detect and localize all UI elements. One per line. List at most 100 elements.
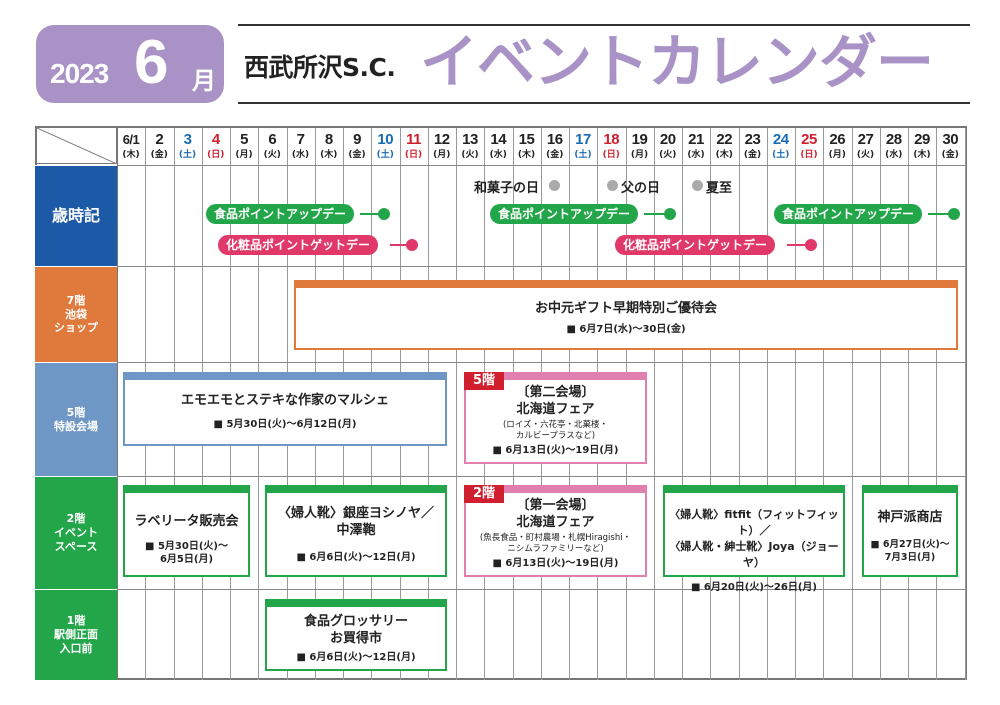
food-point-connector-3 bbox=[928, 213, 950, 215]
cosme-point-pill-2: 化粧品ポイントゲットデー bbox=[615, 235, 776, 255]
row-label-5f: 5階 特設会場 bbox=[35, 362, 117, 476]
header-rule-bottom bbox=[238, 102, 970, 104]
event-date: ■ 6月20日(火)〜26日(月) bbox=[690, 582, 817, 593]
event-fitfit-joya[interactable]: 〈婦人靴〉fitfit（フィットフィット）／ 〈婦人靴・紳士靴〉Joya（ジョー… bbox=[663, 485, 845, 593]
day-of-week: (月) bbox=[630, 150, 649, 160]
day-of-week: (木) bbox=[715, 150, 733, 160]
event-date: ■ 6月13日(火)〜19日(月) bbox=[492, 445, 619, 456]
day-of-week: (木) bbox=[517, 150, 536, 160]
day-of-week: (水) bbox=[687, 150, 705, 160]
day-number: 21 bbox=[688, 131, 704, 148]
grid-corner bbox=[37, 128, 117, 164]
day-of-week: (土) bbox=[772, 150, 790, 160]
event-date: ■ 5月30日(火)〜6月12日(月) bbox=[213, 419, 357, 430]
day-of-week: (木) bbox=[913, 150, 931, 160]
event-marche[interactable]: エモエモとステキな作家のマルシェ ■ 5月30日(火)〜6月12日(月) bbox=[123, 372, 447, 446]
cosme-point-connector-2 bbox=[787, 244, 807, 246]
event-ochugen-gift[interactable]: お中元ギフト早期特別ご優待会 ■ 6月7日(水)〜30日(金) bbox=[294, 280, 958, 350]
day-number: 24 bbox=[772, 131, 789, 148]
day-header-17: 17 (土) bbox=[569, 128, 597, 165]
event-date: ■ 5月30日(火)〜 6月5日(月) bbox=[145, 541, 228, 565]
day-header-28: 28(水) bbox=[880, 128, 908, 165]
day-header-30: 30(金) bbox=[936, 128, 964, 165]
event-title: 〈婦人靴〉銀座ヨシノヤ／ 中澤鞄 bbox=[277, 506, 434, 538]
row-divider-line bbox=[37, 266, 965, 267]
day-of-week: (日) bbox=[800, 150, 818, 160]
day-number: 26 bbox=[829, 131, 846, 148]
event-kobe-ha-shoten[interactable]: 神戸派商店 ■ 6月27日(火)〜 7月3日(月) bbox=[862, 485, 958, 577]
day-header-19: 19 (月) bbox=[626, 128, 654, 165]
row-divider-line bbox=[37, 589, 965, 590]
month-number: 6 bbox=[134, 28, 169, 97]
event-laverita[interactable]: ラベリータ販売会 ■ 5月30日(火)〜 6月5日(月) bbox=[123, 485, 250, 577]
cosme-point-dot-2 bbox=[805, 239, 817, 251]
row-divider-line bbox=[37, 362, 965, 363]
day-of-week: (月) bbox=[828, 150, 846, 160]
day-header-29: 29 (木) bbox=[908, 128, 936, 165]
geshi-label: 夏至 bbox=[706, 181, 733, 196]
day-header-21: 21 (水) bbox=[682, 128, 710, 165]
day-number: 2 bbox=[155, 131, 164, 148]
event-food-grocery[interactable]: 食品グロッサリー お買得市 ■ 6月6日(火)〜12日(月) bbox=[265, 599, 447, 671]
day-number: 29 bbox=[914, 131, 930, 148]
day-header-4: 4(日) bbox=[202, 128, 230, 165]
day-number: 19 bbox=[631, 131, 648, 148]
day-header-3: 3(土) bbox=[174, 128, 202, 165]
day-header-16: 16 (金) bbox=[541, 128, 569, 165]
day-column-line bbox=[823, 128, 825, 680]
day-number: 20 bbox=[659, 131, 676, 148]
day-header-12: 12(月) bbox=[428, 128, 456, 165]
day-of-week: (火) bbox=[461, 150, 479, 160]
day-number: 23 bbox=[744, 131, 761, 148]
day-of-week: (月) bbox=[235, 150, 253, 160]
day-header-6: 6 (火) bbox=[258, 128, 286, 165]
day-header-7: 7(水) bbox=[287, 128, 315, 165]
day-of-week: (火) bbox=[263, 150, 281, 160]
event-hokkaido-fair-2[interactable]: 5階 〔第二会場〕 北海道フェア (ロイズ・六花亭・北菓楼・ カルビープラスなど… bbox=[464, 372, 647, 464]
event-title: 〈婦人靴〉fitfit（フィットフィット）／ 〈婦人靴・紳士靴〉Joya（ジョー… bbox=[669, 508, 839, 569]
event-date: ■ 6月7日(水)〜30日(金) bbox=[566, 324, 686, 335]
day-header-11: 11(日) bbox=[400, 128, 428, 165]
food-point-pill-3: 食品ポイントアップデー bbox=[774, 204, 923, 224]
day-of-week: (金) bbox=[546, 150, 564, 160]
year-label: 2023 bbox=[50, 58, 109, 89]
month-kanji: 月 bbox=[192, 67, 216, 95]
food-point-pill-1: 食品ポイントアップデー bbox=[206, 204, 355, 224]
day-header-5: 5(月) bbox=[230, 128, 258, 165]
day-of-week: (月) bbox=[433, 150, 451, 160]
day-column-line bbox=[851, 128, 853, 680]
cosme-point-dot-1 bbox=[406, 239, 418, 251]
day-number: 9 bbox=[353, 131, 361, 148]
event-title: お中元ギフト早期特別ご優待会 bbox=[534, 301, 717, 316]
day-of-week: (日) bbox=[404, 150, 423, 160]
day-column-line bbox=[653, 128, 655, 680]
day-number: 10 bbox=[377, 131, 394, 148]
day-header-23: 23(金) bbox=[739, 128, 767, 165]
row-label-7f: 7階 池袋 ショップ bbox=[35, 266, 117, 362]
event-title: 食品グロッサリー お買得市 bbox=[303, 614, 408, 646]
event-hokkaido-fair-1[interactable]: 2階 〔第一会場〕 北海道フェア (魚長食品・町村農場・札幌Hiragishi・… bbox=[464, 485, 647, 577]
day-number: 6 bbox=[268, 131, 277, 148]
row-label-1f: 1階 駅側正面 入口前 bbox=[35, 589, 117, 680]
mall-name: 西武所沢S.C. bbox=[244, 53, 396, 82]
day-of-week: (日) bbox=[207, 150, 225, 160]
day-header-26: 26 (月) bbox=[823, 128, 851, 165]
event-title: 神戸派商店 bbox=[877, 510, 943, 525]
event-date: ■ 6月27日(火)〜 7月3日(月) bbox=[870, 539, 950, 563]
event-brands: (魚長食品・町村農場・札幌Hiragishi・ ニシムラファミリーなど) bbox=[479, 533, 632, 554]
event-title: 〔第二会場〕 北海道フェア bbox=[516, 385, 595, 417]
day-column-line bbox=[117, 128, 118, 680]
day-number: 16 bbox=[546, 131, 563, 148]
event-ginza-yoshinoya[interactable]: 〈婦人靴〉銀座ヨシノヤ／ 中澤鞄 ■ 6月6日(火)〜12日(月) bbox=[265, 485, 447, 577]
day-of-week: (土) bbox=[574, 150, 592, 160]
food-point-dot-3 bbox=[948, 208, 960, 220]
day-header-10: 10(土) bbox=[371, 128, 399, 165]
day-number: 6/1 bbox=[122, 132, 140, 147]
day-header-25: 25(日) bbox=[795, 128, 823, 165]
day-of-week: (木) bbox=[320, 150, 338, 160]
wagashi-day-dot bbox=[549, 180, 560, 191]
event-brands: (ロイズ・六花亭・北菓楼・ カルビープラスなど) bbox=[502, 420, 609, 441]
floor-tag: 2階 bbox=[464, 485, 504, 503]
day-number: 17 bbox=[575, 131, 591, 148]
row-divider-line bbox=[37, 476, 965, 477]
